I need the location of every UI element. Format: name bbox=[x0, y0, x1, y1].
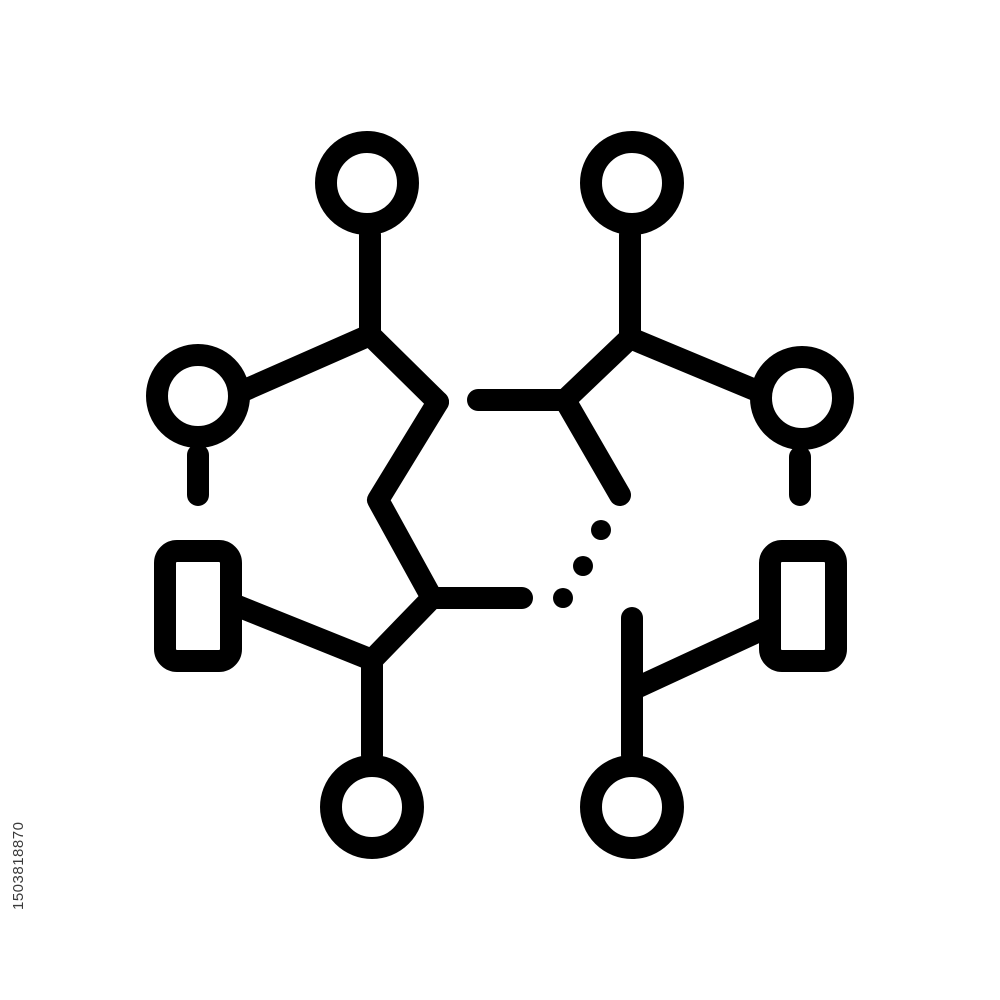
ring-bond-top bbox=[467, 389, 631, 506]
atom-square-right bbox=[759, 540, 847, 672]
atom-circle-bottom-left bbox=[320, 755, 424, 859]
ring-dot bbox=[591, 520, 611, 540]
bond-top-right bbox=[554, 224, 641, 411]
atom-circle-top-left bbox=[315, 131, 419, 235]
bond-top-left-side bbox=[234, 324, 381, 401]
bond-top-left bbox=[359, 224, 449, 413]
bond-top-right-side bbox=[619, 327, 766, 401]
atom-circle-top-right bbox=[580, 131, 684, 235]
ring-dot bbox=[573, 556, 593, 576]
ring-bond-left bbox=[367, 391, 533, 609]
atom-square-left bbox=[154, 540, 242, 672]
atom-circle-bottom-right bbox=[580, 755, 684, 859]
bond-bottom-left bbox=[361, 587, 443, 766]
atom-circle-right bbox=[750, 346, 854, 450]
bond-bottom-right-side bbox=[625, 616, 779, 699]
bond-bottom-left-side bbox=[224, 594, 383, 671]
ring-dot bbox=[553, 588, 573, 608]
atom-circle-left bbox=[146, 344, 250, 448]
stock-id-label: 1503818870 bbox=[10, 821, 27, 910]
